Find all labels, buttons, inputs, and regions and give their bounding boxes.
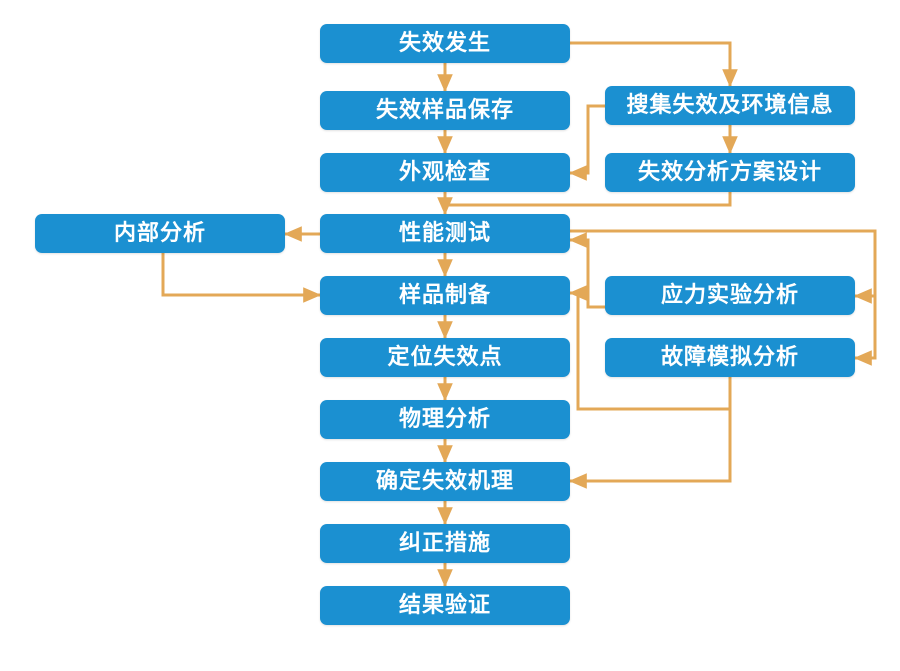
flow-node-n7[interactable]: 物理分析 [320,400,570,439]
flow-node-label: 物理分析 [398,405,491,431]
flow-node-label: 纠正措施 [398,529,491,555]
flow-node-label: 内部分析 [113,219,206,245]
flow-node-n13[interactable]: 失效分析方案设计 [605,153,855,192]
flow-node-label: 结果验证 [398,591,491,617]
flow-node-n3[interactable]: 外观检查 [320,153,570,192]
flow-node-label: 失效样品保存 [375,96,514,122]
flow-node-label: 故障模拟分析 [660,343,799,369]
flow-node-n10[interactable]: 结果验证 [320,586,570,625]
flow-node-label: 定位失效点 [387,343,503,369]
flow-node-n11[interactable]: 内部分析 [35,214,285,253]
edge-n14-to-n4 [568,232,605,309]
flow-node-label: 失效发生 [398,29,491,55]
flow-node-n14[interactable]: 应力实验分析 [605,276,855,315]
flow-node-label: 确定失效机理 [375,467,514,493]
flow-node-n12[interactable]: 搜集失效及环境信息 [605,86,855,125]
flow-node-n5[interactable]: 样品制备 [320,276,570,315]
flow-node-label: 失效分析方案设计 [637,158,822,184]
edge-n11-to-n5 [161,253,322,303]
flow-node-n15[interactable]: 故障模拟分析 [605,338,855,377]
edge-n15-to-n8 [568,409,732,489]
flow-node-label: 搜集失效及环境信息 [626,91,834,117]
flow-node-label: 样品制备 [398,281,491,307]
flow-node-n8[interactable]: 确定失效机理 [320,462,570,501]
edge-n13-to-n4 [445,192,732,207]
edge-n1-to-n12 [570,41,738,88]
edge-n12-to-n3 [568,104,605,181]
edge-n4-to-n15 [853,296,877,366]
flow-node-label: 应力实验分析 [660,281,799,307]
flow-node-n2[interactable]: 失效样品保存 [320,91,570,130]
flow-node-n1[interactable]: 失效发生 [320,24,570,63]
flow-node-n6[interactable]: 定位失效点 [320,338,570,377]
flow-node-label: 性能测试 [398,219,491,245]
flow-node-n9[interactable]: 纠正措施 [320,524,570,563]
flow-node-n4[interactable]: 性能测试 [320,214,570,253]
flow-node-label: 外观检查 [398,158,491,184]
